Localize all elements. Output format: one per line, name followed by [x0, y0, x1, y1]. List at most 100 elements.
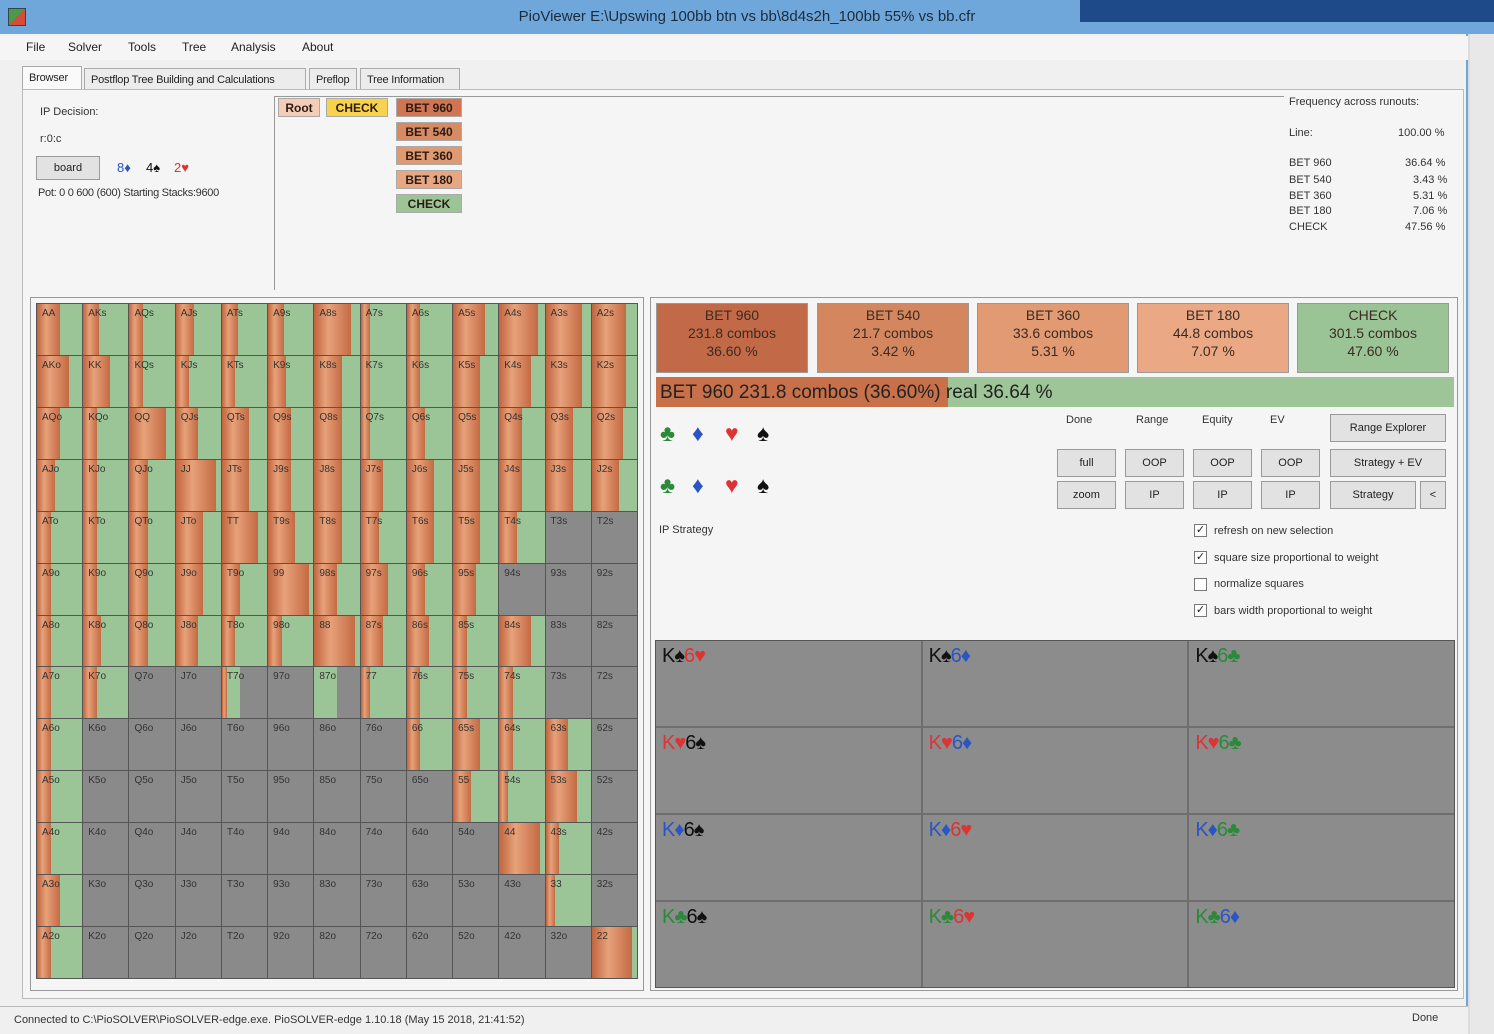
- hand-cell[interactable]: 83s: [545, 615, 591, 667]
- hand-cell[interactable]: A2s: [591, 304, 637, 355]
- hand-cell[interactable]: J4o: [175, 823, 221, 875]
- hand-cell[interactable]: AQs: [129, 304, 175, 355]
- tree-node-bet-960[interactable]: BET 960: [396, 98, 462, 117]
- hand-cell[interactable]: 95s: [453, 563, 499, 615]
- hand-cell[interactable]: Q2o: [129, 927, 175, 978]
- menu-solver[interactable]: Solver: [68, 40, 103, 54]
- hand-cell[interactable]: T8o: [221, 615, 268, 667]
- hand-cell[interactable]: 72o: [360, 927, 406, 978]
- tree-node-check[interactable]: CHECK: [326, 98, 388, 117]
- hand-cell[interactable]: T4o: [221, 823, 268, 875]
- hand-cell[interactable]: K4o: [83, 823, 129, 875]
- bars-width-checkbox[interactable]: ✓: [1194, 604, 1207, 617]
- hand-cell[interactable]: J8o: [175, 615, 221, 667]
- menu-file[interactable]: File: [26, 40, 46, 54]
- hand-cell[interactable]: KTo: [83, 511, 129, 563]
- hand-cell[interactable]: 98o: [268, 615, 314, 667]
- hand-cell[interactable]: A9o: [37, 563, 83, 615]
- hand-cell[interactable]: 64s: [499, 719, 545, 771]
- hand-cell[interactable]: 55: [453, 771, 499, 823]
- range-oop-button[interactable]: OOP: [1125, 449, 1184, 477]
- hand-cell[interactable]: KJs: [175, 355, 221, 407]
- hand-cell[interactable]: 93o: [268, 875, 314, 927]
- hand-cell[interactable]: K8s: [314, 355, 360, 407]
- hand-cell[interactable]: Q6o: [129, 719, 175, 771]
- hand-cell[interactable]: 66: [406, 719, 453, 771]
- combo-cell[interactable]: K♥6♣: [1189, 728, 1454, 813]
- hand-cell[interactable]: K5o: [83, 771, 129, 823]
- hand-cell[interactable]: K5s: [453, 355, 499, 407]
- hand-cell[interactable]: A6o: [37, 719, 83, 771]
- hand-cell[interactable]: A6s: [406, 304, 453, 355]
- hand-cell[interactable]: J3o: [175, 875, 221, 927]
- hand-cell[interactable]: Q5s: [453, 407, 499, 459]
- spade-filter-icon[interactable]: ♠: [757, 420, 770, 446]
- full-button[interactable]: full: [1057, 449, 1116, 477]
- hand-cell[interactable]: K2s: [591, 355, 637, 407]
- menu-about[interactable]: About: [302, 40, 334, 54]
- hand-cell[interactable]: T6s: [406, 511, 453, 563]
- hand-cell[interactable]: 75o: [360, 771, 406, 823]
- hand-cell[interactable]: Q5o: [129, 771, 175, 823]
- hand-cell[interactable]: T5s: [453, 511, 499, 563]
- hand-cell[interactable]: AJs: [175, 304, 221, 355]
- hand-cell[interactable]: KTs: [221, 355, 268, 407]
- hand-cell[interactable]: K3o: [83, 875, 129, 927]
- hand-cell[interactable]: 44: [499, 823, 545, 875]
- ev-oop-button[interactable]: OOP: [1261, 449, 1320, 477]
- hand-cell[interactable]: T2s: [591, 511, 637, 563]
- hand-cell[interactable]: 54o: [453, 823, 499, 875]
- hand-cell[interactable]: JTo: [175, 511, 221, 563]
- spade-filter-icon[interactable]: ♠: [757, 472, 770, 498]
- heart-filter-icon[interactable]: ♥: [725, 420, 739, 446]
- hand-cell[interactable]: 77: [360, 667, 406, 719]
- hand-cell[interactable]: K6s: [406, 355, 453, 407]
- hand-cell[interactable]: K7o: [83, 667, 129, 719]
- hand-cell[interactable]: J9o: [175, 563, 221, 615]
- hand-cell[interactable]: J7s: [360, 459, 406, 511]
- hand-cell[interactable]: AKs: [83, 304, 129, 355]
- hand-cell[interactable]: A3s: [545, 304, 591, 355]
- hand-cell[interactable]: QJo: [129, 459, 175, 511]
- tree-node-check-option[interactable]: CHECK: [396, 194, 462, 213]
- equity-ip-button[interactable]: IP: [1193, 481, 1252, 509]
- tree-node-root[interactable]: Root: [278, 98, 320, 117]
- hand-cell[interactable]: 84o: [314, 823, 360, 875]
- hand-cell[interactable]: T6o: [221, 719, 268, 771]
- hand-cell[interactable]: Q4s: [499, 407, 545, 459]
- hand-cell[interactable]: K2o: [83, 927, 129, 978]
- hand-cell[interactable]: 32s: [591, 875, 637, 927]
- hand-cell[interactable]: 76s: [406, 667, 453, 719]
- hand-cell[interactable]: 63o: [406, 875, 453, 927]
- hand-cell[interactable]: J6o: [175, 719, 221, 771]
- hand-cell[interactable]: A2o: [37, 927, 83, 978]
- hand-cell[interactable]: A3o: [37, 875, 83, 927]
- hand-cell[interactable]: 85o: [314, 771, 360, 823]
- combo-cell[interactable]: K♥6♠: [656, 728, 921, 813]
- hand-cell[interactable]: A5s: [453, 304, 499, 355]
- hand-cell[interactable]: J3s: [545, 459, 591, 511]
- hand-cell[interactable]: 98s: [314, 563, 360, 615]
- hand-cell[interactable]: T9s: [268, 511, 314, 563]
- hand-cell[interactable]: J8s: [314, 459, 360, 511]
- hand-cell[interactable]: JTs: [221, 459, 268, 511]
- hand-cell[interactable]: AKo: [37, 355, 83, 407]
- hand-cell[interactable]: A9s: [268, 304, 314, 355]
- hand-cell[interactable]: A5o: [37, 771, 83, 823]
- hand-cell[interactable]: 65s: [453, 719, 499, 771]
- hand-cell[interactable]: Q3o: [129, 875, 175, 927]
- hand-cell[interactable]: QTo: [129, 511, 175, 563]
- hand-cell[interactable]: 87s: [360, 615, 406, 667]
- hand-cell[interactable]: 92s: [591, 563, 637, 615]
- hand-cell[interactable]: 96s: [406, 563, 453, 615]
- hand-cell[interactable]: TT: [221, 511, 268, 563]
- hand-cell[interactable]: T7o: [221, 667, 268, 719]
- hand-cell[interactable]: Q9s: [268, 407, 314, 459]
- hand-cell[interactable]: 74o: [360, 823, 406, 875]
- hand-cell[interactable]: 62s: [591, 719, 637, 771]
- diamond-filter-icon[interactable]: ♦: [692, 472, 704, 498]
- hand-cell[interactable]: J9s: [268, 459, 314, 511]
- hand-cell[interactable]: T7s: [360, 511, 406, 563]
- hand-cell[interactable]: 96o: [268, 719, 314, 771]
- hand-cell[interactable]: Q8o: [129, 615, 175, 667]
